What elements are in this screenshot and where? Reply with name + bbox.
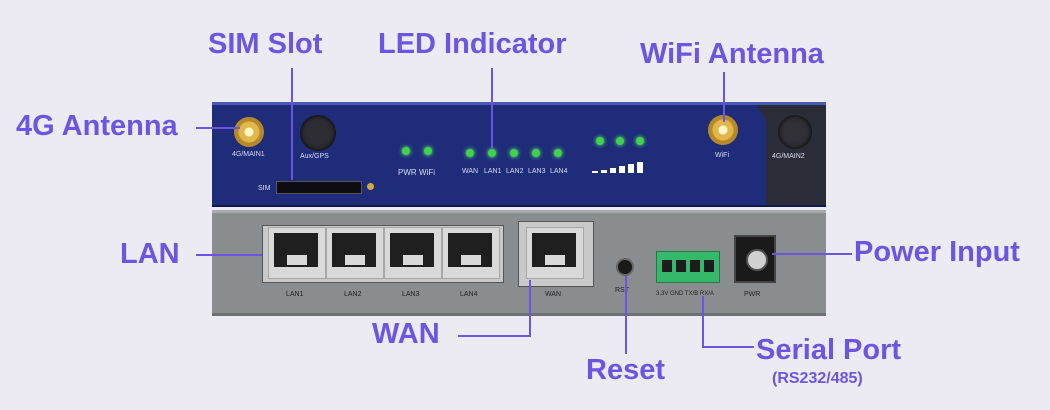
led-signal-2 <box>616 137 624 145</box>
reset-button[interactable] <box>616 258 634 276</box>
callout-line-reset <box>625 276 627 354</box>
antenna-connector-4g-main1 <box>234 117 264 147</box>
sim-slot[interactable] <box>276 181 362 194</box>
label-lan: LAN <box>120 238 180 270</box>
router-back-panel: LAN1 LAN2 LAN3 LAN4 WAN RST 3.3V GND TX/… <box>212 210 826 316</box>
label-reset: Reset <box>586 354 665 386</box>
led-pwr <box>402 147 410 155</box>
front-label-lan3: LAN3 <box>528 168 546 175</box>
lan3-port[interactable] <box>384 227 442 279</box>
label-sim-slot: SIM Slot <box>208 28 323 60</box>
serial-terminal-block[interactable] <box>656 251 720 283</box>
lan4-port[interactable] <box>442 227 500 279</box>
router-front-panel: 4G/MAIN1 Aux/GPS SIM PWR WiFi WAN LAN1 L… <box>212 102 826 207</box>
front-label-pwr: PWR <box>398 168 417 177</box>
front-label-wan: WAN <box>462 168 479 175</box>
front-label-lan4: LAN4 <box>550 168 568 175</box>
back-label-serial-pins: 3.3V GND TX/B RX/A <box>656 291 714 297</box>
label-power-input: Power Input <box>854 236 1020 268</box>
back-label-pwr: PWR <box>744 291 761 298</box>
callout-line-4g <box>196 127 240 129</box>
front-label-sim: SIM <box>258 185 271 192</box>
front-label-aux-gps: Aux/GPS <box>300 153 329 160</box>
label-wan: WAN <box>372 318 440 350</box>
callout-line-lan <box>196 254 262 256</box>
led-lan1 <box>488 149 496 157</box>
callout-line-wan-h <box>458 335 530 337</box>
front-label-4g-main1: 4G/MAIN1 <box>232 151 265 158</box>
sim-eject-hole[interactable] <box>367 183 374 190</box>
label-wifi-antenna: WiFi Antenna <box>640 38 824 70</box>
front-label-lan2: LAN2 <box>506 168 524 175</box>
lan2-port[interactable] <box>326 227 384 279</box>
callout-line-led <box>491 68 493 148</box>
front-label-wifi-antenna: WiFi <box>715 152 729 159</box>
antenna-cap-4g-main2 <box>778 115 812 149</box>
back-label-lan1: LAN1 <box>286 291 304 298</box>
led-wifi <box>424 147 432 155</box>
back-label-lan3: LAN3 <box>402 291 420 298</box>
front-label-4g-main2: 4G/MAIN2 <box>772 153 805 160</box>
power-jack[interactable] <box>734 235 776 283</box>
front-label-wifi: WiFi <box>419 168 435 177</box>
back-label-rst: RST <box>615 287 629 294</box>
led-signal-3 <box>636 137 644 145</box>
led-lan2 <box>510 149 518 157</box>
callout-line-power <box>772 253 852 255</box>
wan-port[interactable] <box>526 227 584 279</box>
lan1-port[interactable] <box>268 227 326 279</box>
led-lan3 <box>532 149 540 157</box>
led-signal-1 <box>596 137 604 145</box>
led-wan <box>466 149 474 157</box>
callout-line-wan-v <box>529 280 531 337</box>
signal-strength-bars <box>592 157 652 173</box>
callout-line-serial-v <box>702 296 704 348</box>
label-led-indicator: LED Indicator <box>378 28 567 60</box>
aux-gps-cap <box>300 115 336 151</box>
led-lan4 <box>554 149 562 157</box>
label-serial-port: Serial Port <box>756 334 902 366</box>
back-label-wan: WAN <box>545 291 562 298</box>
back-label-lan2: LAN2 <box>344 291 362 298</box>
label-serial-port-sub: (RS232/485) <box>772 370 863 387</box>
callout-line-serial-h <box>702 346 754 348</box>
front-label-lan1: LAN1 <box>484 168 502 175</box>
callout-line-wifi <box>723 72 725 122</box>
callout-line-sim <box>291 68 293 180</box>
back-label-lan4: LAN4 <box>460 291 478 298</box>
label-4g-antenna: 4G Antenna <box>16 110 178 142</box>
